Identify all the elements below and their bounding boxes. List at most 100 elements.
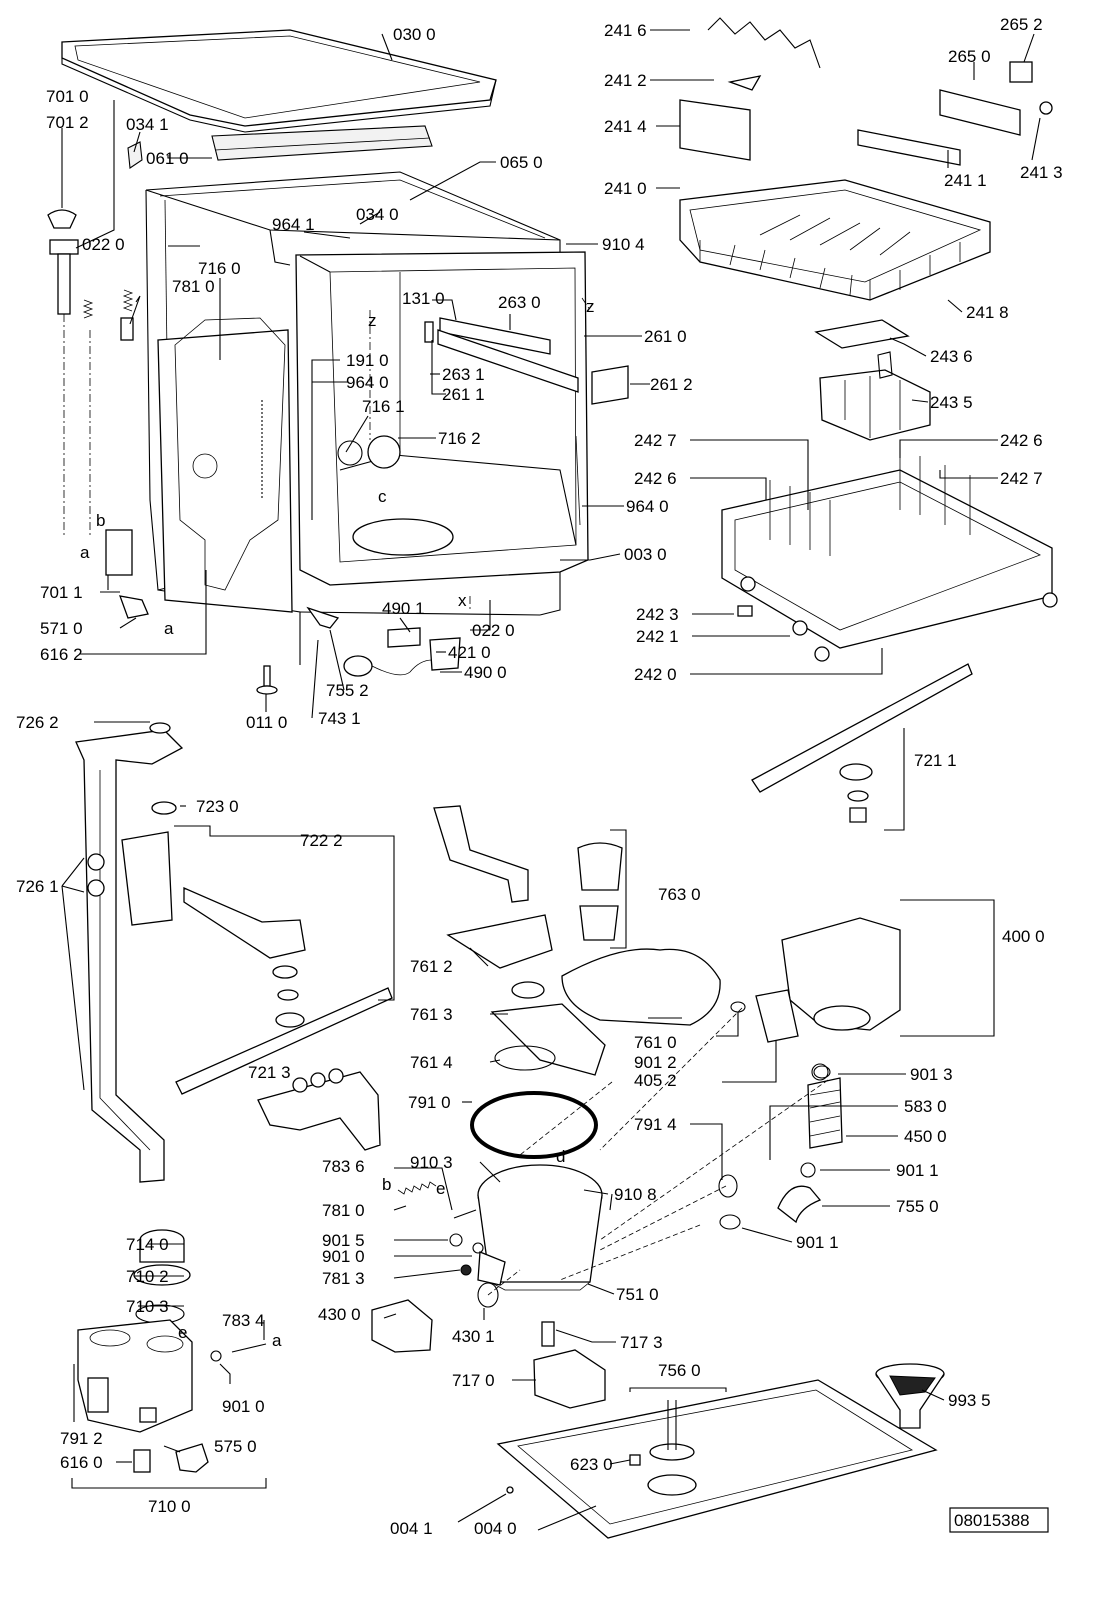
- part-label-910-4: 910 4: [602, 235, 645, 254]
- spring-part: [82, 289, 134, 341]
- ref-letter: e: [178, 1323, 187, 1342]
- part-label-623-0: 623 0: [570, 1455, 613, 1474]
- part-label-191-0: 191 0: [346, 351, 389, 370]
- part-label-964-1: 964 1: [272, 215, 315, 234]
- door-seal-part: [575, 435, 581, 526]
- part-label-571-0: 571 0: [40, 619, 83, 638]
- part-label-717-3: 717 3: [620, 1333, 663, 1352]
- upper-spray-arm-part: [751, 663, 973, 823]
- part-label-242-1: 242 1: [636, 627, 679, 646]
- ref-letter: b: [96, 511, 105, 530]
- part-label-400-0: 400 0: [1002, 927, 1045, 946]
- ref-letter: z: [586, 297, 595, 316]
- worktop-part: [61, 29, 497, 133]
- part-label-783-4: 783 4: [222, 1311, 265, 1330]
- base-plate-part: [496, 1379, 938, 1539]
- part-label-716-1: 716 1: [362, 397, 405, 416]
- tine-rack-241-1-part: [857, 129, 961, 166]
- part-label-430-0: 430 0: [318, 1305, 361, 1324]
- hose-755-2-part: [306, 606, 340, 629]
- part-575-0: [175, 1443, 209, 1473]
- circulation-pump-part: [755, 917, 901, 1043]
- part-label-261-1: 261 1: [442, 385, 485, 404]
- part-label-243-5: 243 5: [930, 393, 973, 412]
- part-label-756-0: 756 0: [658, 1361, 701, 1380]
- part-label-243-6: 243 6: [930, 347, 973, 366]
- part-label-261-2: 261 2: [650, 375, 693, 394]
- part-label-743-1: 743 1: [318, 709, 361, 728]
- part-label-901-5: 901 5: [322, 1231, 365, 1250]
- part-label-791-0: 791 0: [408, 1093, 451, 1112]
- part-label-242-3: 242 3: [636, 605, 679, 624]
- part-label-901-2: 901 2: [634, 1053, 677, 1072]
- part-label-583-0: 583 0: [904, 1097, 947, 1116]
- lower-basket-part: [721, 450, 1058, 662]
- part-label-241-6: 241 6: [604, 21, 647, 40]
- part-label-701-1: 701 1: [40, 583, 83, 602]
- part-label-242-6: 242 6: [1000, 431, 1043, 450]
- part-label-910-3: 910 3: [410, 1153, 453, 1172]
- clamp-901-0b-part: [210, 1350, 222, 1362]
- part-label-721-3: 721 3: [248, 1063, 291, 1082]
- part-label-901-0: 901 0: [322, 1247, 365, 1266]
- elbow-755-0-part: [777, 1185, 822, 1224]
- part-label-241-4: 241 4: [604, 117, 647, 136]
- part-label-241-3: 241 3: [1020, 163, 1063, 182]
- rack-241-4-part: [679, 99, 751, 161]
- leader-lines: [61, 29, 1041, 1531]
- ref-letter: a: [272, 1331, 282, 1350]
- part-label-261-0: 261 0: [644, 327, 687, 346]
- screw-004-1-part: [506, 1486, 514, 1494]
- part-label-241-8: 241 8: [966, 303, 1009, 322]
- part-labels: 030 0 701 0 701 2 034 1 061 0 065 0 034 …: [16, 15, 1063, 1538]
- part-label-710-3: 710 3: [126, 1297, 169, 1316]
- part-label-901-3: 901 3: [910, 1065, 953, 1084]
- part-label-726-2: 726 2: [16, 713, 59, 732]
- ring-716-1-part: [337, 440, 363, 466]
- sump-seal-part: [470, 1091, 598, 1159]
- connector-571-part: [119, 595, 149, 619]
- ref-letter: z: [368, 311, 377, 330]
- part-label-616-0: 616 0: [60, 1453, 103, 1472]
- part-label-034-1: 034 1: [126, 115, 169, 134]
- drawing-code-box: 08015388: [949, 1507, 1049, 1533]
- part-label-791-4: 791 4: [634, 1115, 677, 1134]
- part-label-022-0: 022 0: [82, 235, 125, 254]
- part-label-030-0: 030 0: [393, 25, 436, 44]
- part-label-004-0: 004 0: [474, 1519, 517, 1538]
- sump-part: [477, 1164, 603, 1291]
- drain-hose-part: [807, 1063, 843, 1149]
- part-label-003-0: 003 0: [624, 545, 667, 564]
- part-label-004-1: 004 1: [390, 1519, 433, 1538]
- filter-holder-part: [490, 981, 606, 1076]
- part-label-723-0: 723 0: [196, 797, 239, 816]
- clamp-901-1-part: [800, 1162, 816, 1178]
- part-label-761-4: 761 4: [410, 1053, 453, 1072]
- part-label-011-0: 011 0: [246, 713, 287, 732]
- pin-783-4-part: [231, 1343, 267, 1353]
- door-panel-part: [157, 317, 293, 613]
- part-label-241-2: 241 2: [604, 71, 647, 90]
- part-label-721-1: 721 1: [914, 751, 957, 770]
- wheel-clip-part: [737, 605, 753, 617]
- part-label-761-3: 761 3: [410, 1005, 453, 1024]
- part-616-0: [133, 1449, 151, 1473]
- cutlery-basket-part: [814, 319, 931, 441]
- part-label-241-0: 241 0: [604, 179, 647, 198]
- assembly-line: [487, 1007, 829, 1296]
- ref-letter: x: [458, 591, 467, 610]
- part-label-265-0: 265 0: [948, 47, 991, 66]
- part-label-242-6: 242 6: [634, 469, 677, 488]
- part-label-781-0: 781 0: [172, 277, 215, 296]
- part-label-131-0: 131 0: [402, 289, 445, 308]
- part-label-241-1: 241 1: [944, 171, 987, 190]
- clamp-901-3-part: [813, 1065, 831, 1079]
- flat-filter-part: [561, 948, 721, 1026]
- part-label-421-0: 421 0: [448, 643, 491, 662]
- part-label-265-2: 265 2: [1000, 15, 1043, 34]
- part-label-791-2: 791 2: [60, 1429, 103, 1448]
- electrical-switch-part: [343, 627, 461, 677]
- pin-783-6-part: [453, 1209, 477, 1219]
- part-label-716-2: 716 2: [438, 429, 481, 448]
